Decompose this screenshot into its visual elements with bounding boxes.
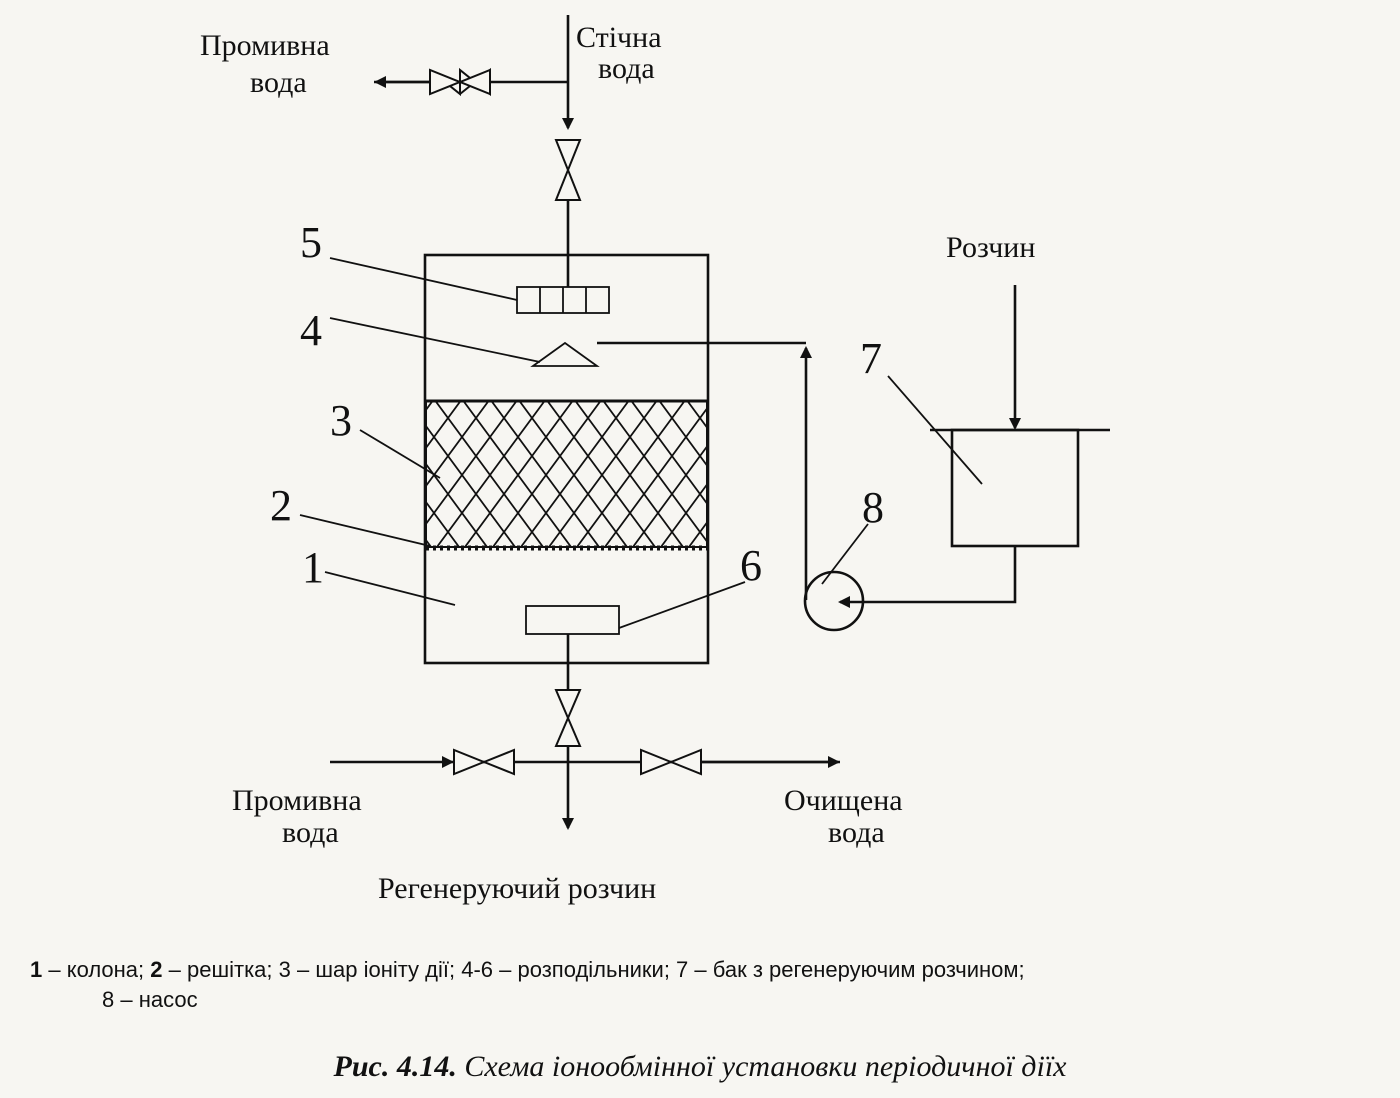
label-waste-water-line2: вода [598,52,655,85]
bottom-distributor [525,605,620,635]
label-rinse-water-bottom-line1: Промивна [232,784,362,817]
label-rinse-water-top-line1: Промивна [200,29,330,62]
legend-key-2: 2 [150,957,163,982]
label-7: 7 [860,334,882,383]
legend: 1 – колона; 2 – решітка; 3 – шар іоніту … [30,955,1370,1015]
legend-key-1: 1 [30,957,43,982]
outlet-valve [554,689,582,747]
caption-number: Рис. 4.14. [333,1050,457,1083]
resin-bed [425,400,708,548]
label-5: 5 [300,218,322,267]
figure-caption: Рис. 4.14. Схема іонообмінної установки … [0,1050,1400,1084]
label-rinse-water-bottom-line2: вода [282,816,339,849]
label-purified-water-line2: вода [828,816,885,849]
legend-line-1: 1 – колона; 2 – решітка; 3 – шар іоніту … [30,955,1370,985]
label-waste-water-line1: Стічна [576,21,662,54]
caption-text: Схема іонообмінної установки періодичної… [456,1050,1067,1083]
inlet-valve [554,139,582,201]
legend-text-3: 8 – насос [102,987,198,1012]
label-4: 4 [300,306,322,355]
top-distributor [516,286,610,314]
legend-line-2: 8 – насос [30,985,1370,1015]
label-3: 3 [330,396,352,445]
cone-distributor [530,341,600,367]
label-6: 6 [740,541,762,590]
pump [803,570,865,632]
legend-text-1: – колона; [42,957,151,982]
label-regenerating-solution: Регенеруючий розчин [378,872,656,905]
label-2: 2 [270,481,292,530]
label-rinse-water-top-line2: вода [250,66,307,99]
regeneration-tank [950,428,1080,548]
legend-text-2: – решітка; 3 – шар іоніту дії; 4-6 – роз… [168,957,1025,982]
label-8: 8 [862,483,884,532]
label-solution: Розчин [946,231,1035,264]
label-purified-water-line1: Очищена [784,784,903,817]
bottom-rinse-valve [453,748,515,776]
ion-exchange-diagram: 5 4 3 2 1 6 7 8 Промивна вода Стічна вод… [200,15,1110,905]
label-1: 1 [302,543,324,592]
purified-water-valve [640,748,702,776]
